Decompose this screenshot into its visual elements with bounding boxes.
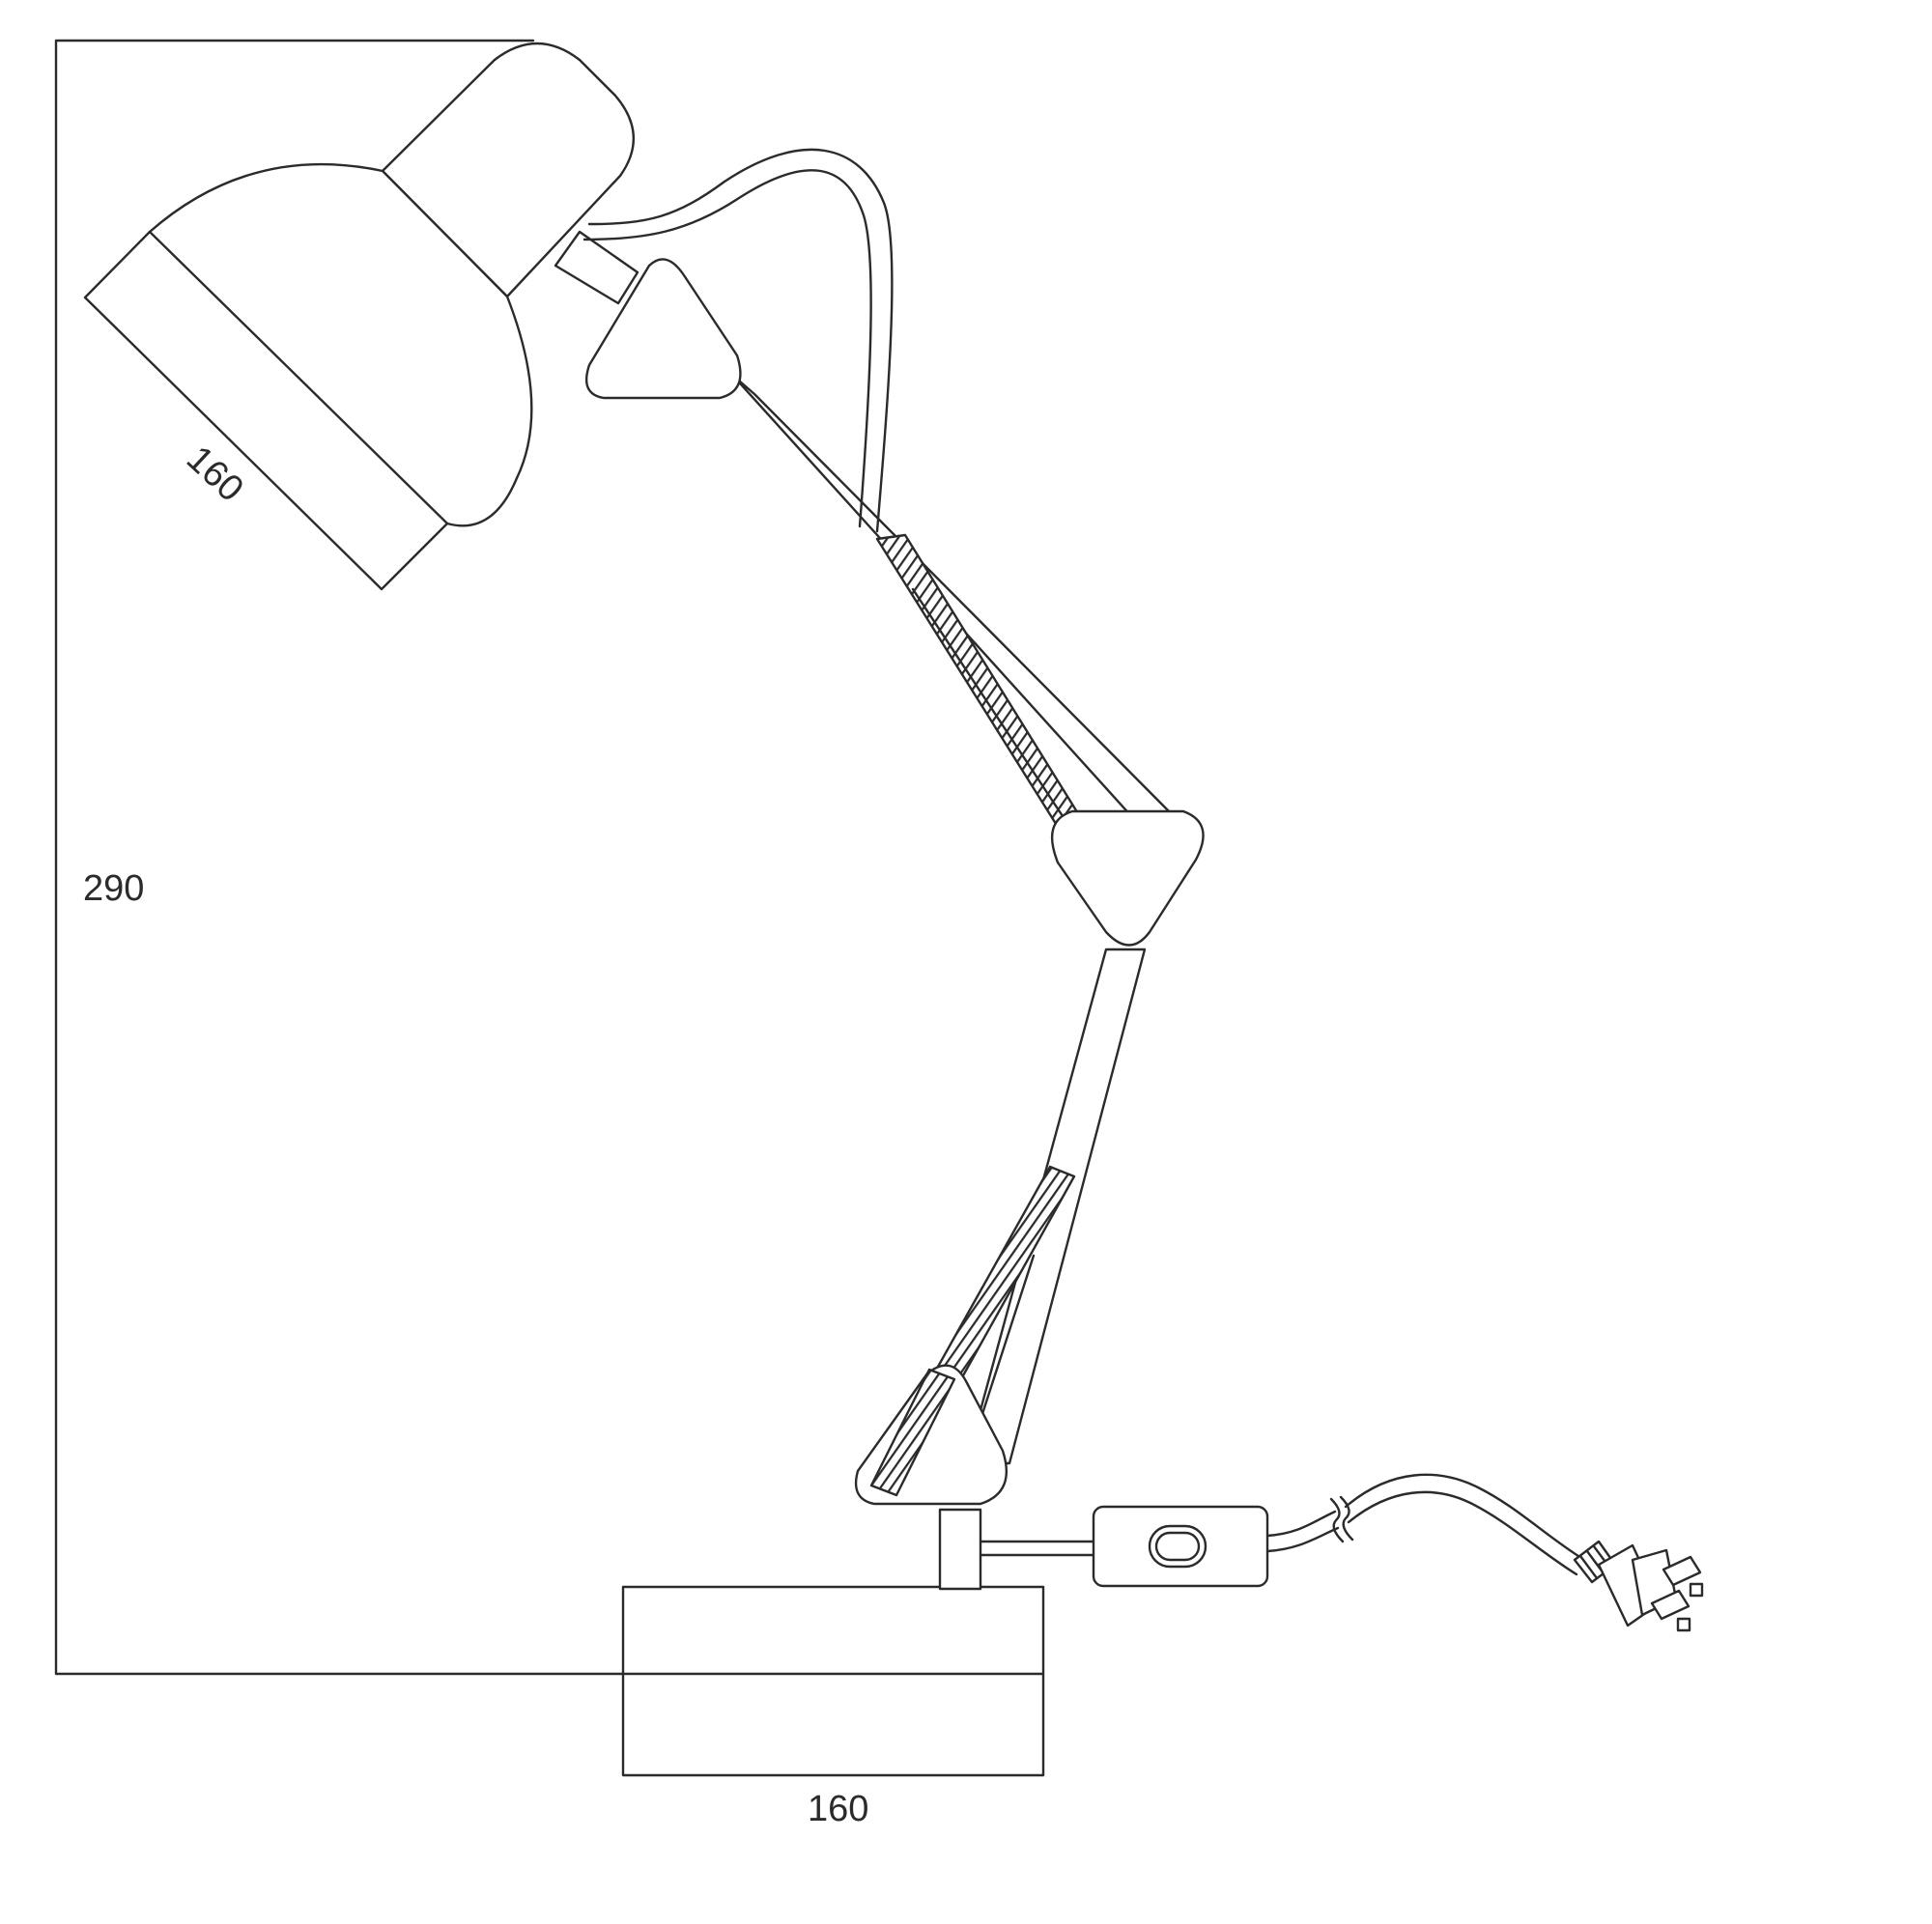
upper-arm bbox=[730, 373, 1176, 844]
top-joint bbox=[584, 258, 742, 400]
base-width-label: 160 bbox=[808, 1789, 868, 1829]
power-plug bbox=[1573, 1540, 1704, 1632]
elbow-joint bbox=[1050, 809, 1205, 947]
height-dimension-frame bbox=[54, 39, 625, 1676]
bottom-joint bbox=[854, 1364, 1008, 1506]
lamp-base bbox=[621, 1585, 1045, 1777]
base-post bbox=[938, 1508, 982, 1591]
cord-to-plug bbox=[1265, 1473, 1586, 1576]
cord-to-switch bbox=[979, 1540, 1096, 1557]
height-dimension-label: 290 bbox=[83, 868, 144, 909]
inline-switch bbox=[1092, 1505, 1269, 1588]
shade-neck bbox=[554, 230, 639, 305]
power-cord-loop bbox=[582, 148, 894, 533]
lamp-shade bbox=[83, 162, 533, 591]
